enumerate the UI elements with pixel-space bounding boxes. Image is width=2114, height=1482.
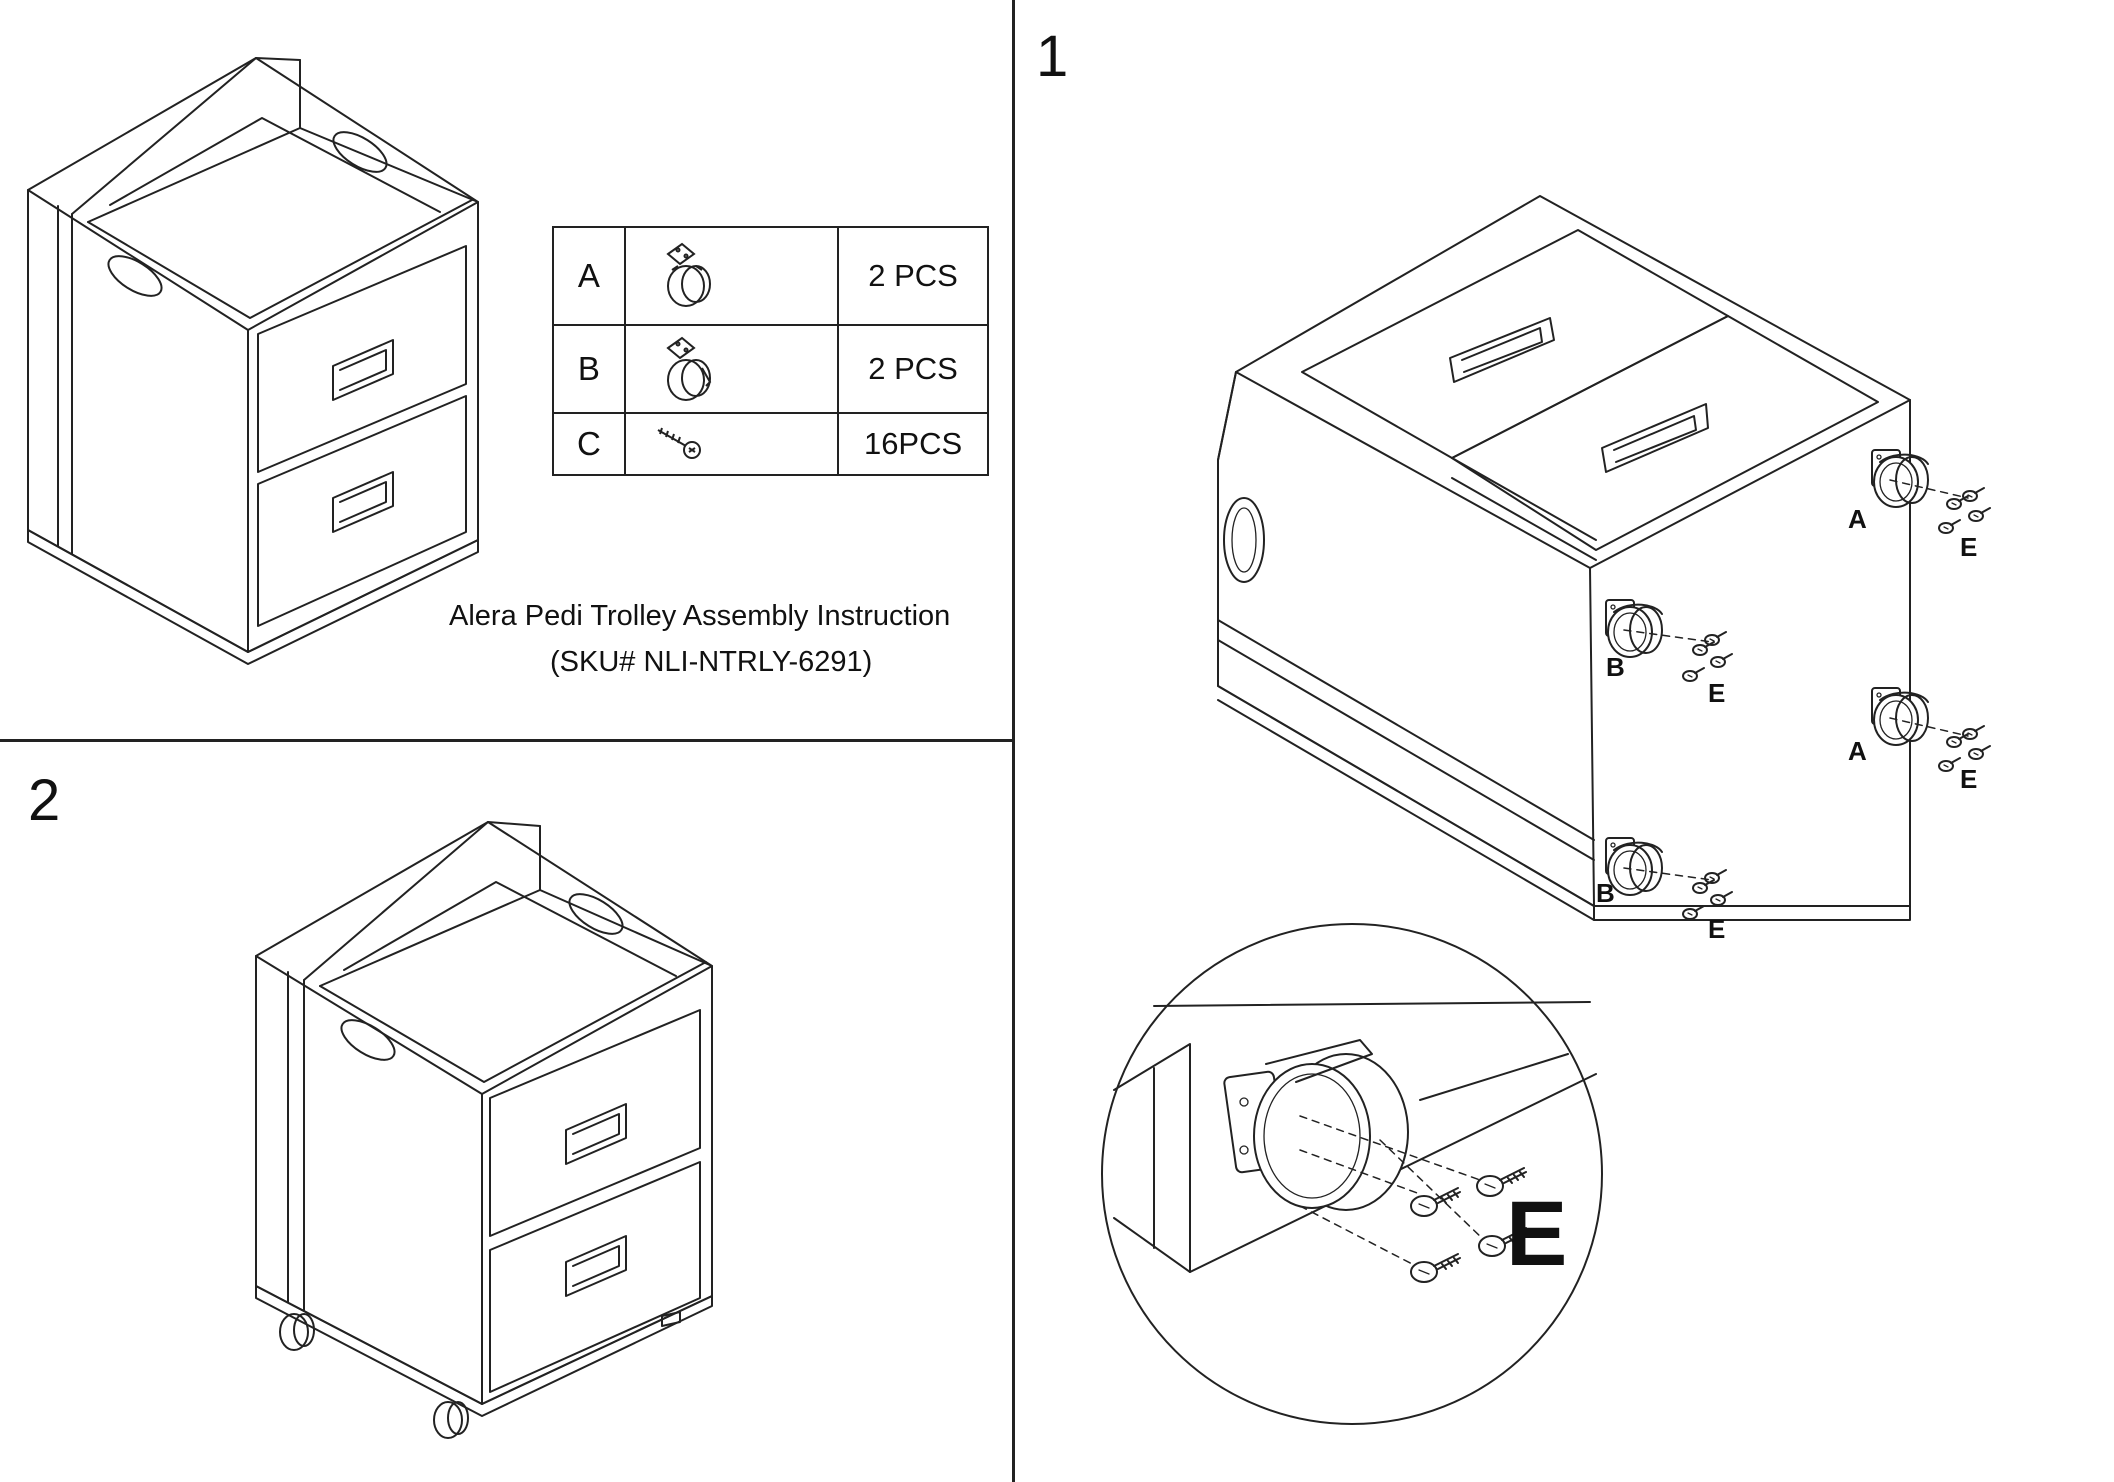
- callout-a-top: A: [1848, 504, 1867, 534]
- parts-row-b: B 2 PCS: [552, 324, 989, 414]
- callout-e-top: E: [1960, 532, 1978, 562]
- caster-wheel-brake-icon: [623, 324, 840, 414]
- part-letter: A: [552, 226, 626, 326]
- screw-icon: [623, 412, 840, 476]
- document-title: Alera Pedi Trolley Assembly Instruction: [449, 600, 951, 632]
- part-qty: 2 PCS: [837, 226, 989, 326]
- parts-table: A 2 PCS B: [552, 226, 989, 476]
- part-letter: B: [552, 324, 626, 414]
- callout-b-bottom: B: [1596, 878, 1615, 908]
- step-number-1: 1: [1036, 24, 1069, 89]
- callout-e-bottom-right: E: [1960, 764, 1978, 794]
- assembled-cabinet-drawing: [255, 821, 713, 1439]
- part-qty: 2 PCS: [837, 324, 989, 414]
- callout-e-bottom: E: [1708, 914, 1726, 944]
- part-letter: C: [552, 412, 626, 476]
- step-number-2: 2: [28, 768, 61, 833]
- step1-caster-a-bottom: [1871, 687, 1929, 746]
- caster-wheel-icon: [623, 226, 840, 326]
- callout-a-bottom: A: [1848, 736, 1867, 766]
- part-qty: 16PCS: [837, 412, 989, 476]
- cabinet-overview-drawing: [27, 57, 479, 665]
- callout-e-mid: E: [1708, 678, 1726, 708]
- callout-e-detail: E: [1506, 1183, 1568, 1285]
- parts-row-a: A 2 PCS: [552, 226, 989, 326]
- detail-zoom-circle: [1101, 923, 1603, 1425]
- callout-b-top: B: [1606, 652, 1625, 682]
- step1-dash-lines: [1623, 479, 1969, 881]
- horizontal-divider: [0, 739, 1014, 742]
- step1-cabinet-drawing: [1217, 195, 1911, 921]
- document-sku: (SKU# NLI-NTRLY-6291): [550, 646, 873, 678]
- parts-row-c: C 16PCS: [552, 412, 989, 476]
- step1-caster-a-top: [1871, 449, 1929, 508]
